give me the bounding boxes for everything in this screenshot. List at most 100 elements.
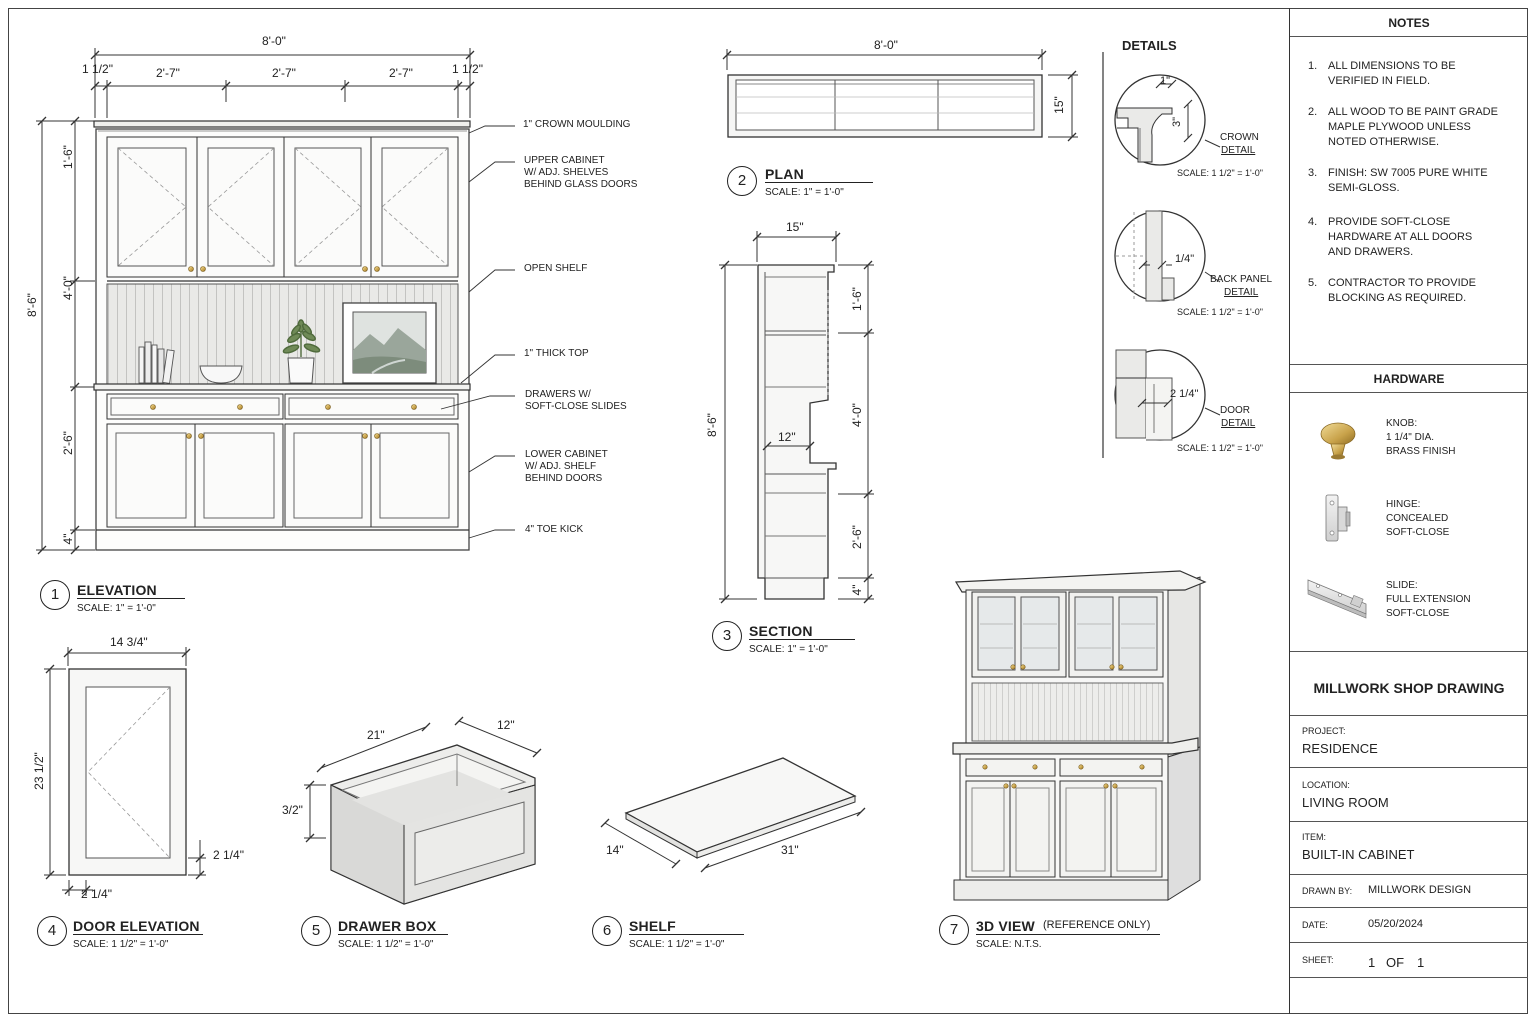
details-panel [1102,52,1221,458]
callout-top: 1" THICK TOP [524,348,589,359]
divider [1290,767,1528,768]
date-value: 05/20/2024 [1368,918,1424,930]
door-detail-name: DOOR [1220,405,1250,416]
note-number: 2. [1308,106,1318,118]
shelf-view [600,757,866,873]
location-value: LIVING ROOM [1302,795,1389,810]
view-number-3: 3 [712,621,742,651]
view-scale-elevation: SCALE: 1" = 1'-0" [77,603,156,614]
drawer-height-dim: 3/2" [282,803,303,817]
crown-dim-b: 3" [1171,116,1183,128]
back-panel-detail-word: DETAIL [1224,287,1259,298]
door-detail-word: DETAIL [1221,418,1256,429]
callout-drawers: DRAWERS W/ SOFT-CLOSE SLIDES [525,389,627,412]
view-title-underline [749,639,855,640]
view-number-6: 6 [592,916,622,946]
crown-detail-word: DETAIL [1221,145,1256,156]
note-text: PROVIDE SOFT-CLOSE HARDWARE AT ALL DOORS… [1328,216,1473,258]
view-number-7: 7 [939,915,969,945]
date-label: DATE: [1302,920,1328,930]
view-number-2: 2 [727,166,757,196]
divider [1290,715,1528,716]
back-panel-detail-name: BACK PANEL [1210,274,1273,285]
details-heading: DETAILS [1122,38,1177,53]
project-label: PROJECT: [1302,726,1346,736]
view-scale-3d: SCALE: N.T.S. [976,939,1042,950]
view-scale-drawer-box: SCALE: 1 1/2" = 1'-0" [338,939,434,950]
view-number-5: 5 [301,916,331,946]
section-depth-dim: 15" [786,220,804,234]
door-rail-dim: 2 1/4" [213,848,244,862]
sheet-title: MILLWORK SHOP DRAWING [1313,680,1505,696]
hardware-slide-text: SLIDE: FULL EXTENSION SOFT-CLOSE [1386,580,1471,619]
divider [1290,364,1528,365]
view-title-section: SECTION [749,623,813,639]
view-number-1: 1 [40,580,70,610]
sheet-border [8,8,1528,1014]
note-number: 3. [1308,167,1318,179]
divider [1290,907,1528,908]
elev-upper-dim: 1'-6" [61,145,75,169]
elev-overall-width-dim: 8'-0" [262,34,286,48]
section-middle-dim: 4'-0" [850,403,864,427]
divider [1290,821,1528,822]
crown-detail-name: CROWN [1220,132,1259,143]
elev-bay1-dim: 2'-7" [156,66,180,80]
location-label: LOCATION: [1302,780,1350,790]
elev-lower-dim: 2'-6" [61,431,75,455]
view-title-underline [976,934,1160,935]
sheet-label: SHEET: [1302,955,1334,965]
view-title-underline [765,182,873,183]
back-panel-dim: 1/4" [1175,253,1195,265]
door-height-dim: 23 1/2" [32,752,46,790]
plan-width-dim: 8'-0" [874,38,898,52]
door-stile-dim: 2 1/4" [81,887,112,901]
view-title-underline [77,598,185,599]
door-elevation-view [44,647,206,896]
plan-view [722,49,1078,142]
drawer-depth-dim: 12" [497,718,515,732]
view-title-drawer-box: DRAWER BOX [338,918,437,934]
view-subtitle-3d: (REFERENCE ONLY) [1043,919,1151,931]
hardware-hinge-text: HINGE: CONCEALED SOFT-CLOSE [1386,499,1450,538]
callout-lower-cabinet: LOWER CABINET W/ ADJ. SHELF BEHIND DOORS [525,449,608,484]
note-text: ALL DIMENSIONS TO BE VERIFIED IN FIELD. [1328,60,1456,87]
elevation-view [36,48,515,555]
elev-middle-dim: 4'-0" [61,276,75,300]
note-text: CONTRACTOR TO PROVIDE BLOCKING AS REQUIR… [1328,277,1476,304]
sheet-number: 1 [1368,955,1376,970]
view-title-shelf: SHELF [629,918,676,934]
elev-edge-right-dim: 1 1/2" [452,62,483,76]
drawn-by-value: MILLWORK DESIGN [1368,884,1472,896]
view-title-underline [73,934,203,935]
divider [1290,651,1528,652]
drawn-by-label: DRAWN BY: [1302,886,1353,896]
note-number: 5. [1308,277,1318,289]
door-detail-scale: SCALE: 1 1/2" = 1'-0" [1177,443,1263,453]
shelf-length-dim: 31" [781,843,799,857]
elev-edge-left-dim: 1 1/2" [82,62,113,76]
view-title-3d: 3D VIEW [976,918,1035,934]
item-value: BUILT-IN CABINET [1302,847,1415,862]
note-number: 4. [1308,216,1318,228]
note-text: ALL WOOD TO BE PAINT GRADE MAPLE PLYWOOD… [1328,106,1498,148]
shelf-depth-dim: 14" [606,843,624,857]
divider [1290,942,1528,943]
drawer-length-dim: 21" [367,728,385,742]
divider [1290,36,1528,37]
view-number-4: 4 [37,916,67,946]
elev-bay2-dim: 2'-7" [272,66,296,80]
plan-depth-dim: 15" [1052,96,1066,114]
view-scale-shelf: SCALE: 1 1/2" = 1'-0" [629,939,725,950]
callout-upper-cabinet: UPPER CABINET W/ ADJ. SHELVES BEHIND GLA… [524,155,638,190]
cabinet-3d-view [952,570,1207,901]
section-overall-dim: 8'-6" [705,413,719,437]
crown-detail-scale: SCALE: 1 1/2" = 1'-0" [1177,168,1263,178]
view-title-plan: PLAN [765,166,804,182]
title-block: NOTES 1. ALL DIMENSIONS TO BE VERIFIED I… [1289,8,1528,1014]
callout-open-shelf: OPEN SHELF [524,263,588,274]
sheet-of: OF [1386,955,1405,970]
item-label: ITEM: [1302,832,1326,842]
